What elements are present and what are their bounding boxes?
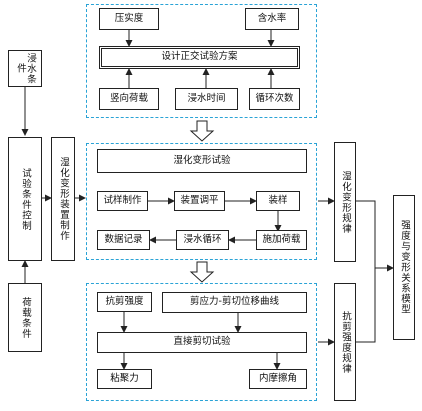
model-box: 强度与变形关系模型	[393, 195, 415, 340]
deformation-block	[86, 143, 317, 260]
moisture-box: 含水率	[245, 8, 299, 30]
test-control-box: 试验条件控制	[8, 137, 42, 261]
orthogonal-plan-box	[99, 46, 300, 69]
shear-law-box: 抗剪强度规律	[334, 283, 356, 401]
cohesion-box: 粘聚力	[97, 369, 152, 389]
deformation-law-box: 湿化变形规律	[334, 142, 356, 262]
orthogonal-plan-label: 设计正交试验方案	[161, 51, 238, 63]
friction-angle-box: 内摩擦角	[249, 369, 307, 389]
cycles-box: 循环次数	[249, 88, 300, 110]
soak-cycle-box: 浸水循环	[176, 230, 229, 250]
soak-condition-box: 浸水条件	[8, 50, 42, 87]
device-making-box: 湿化变形装置制作	[51, 137, 75, 261]
load-condition-box: 荷载条件	[8, 283, 42, 352]
deformation-test-title: 湿化变形试验	[97, 149, 307, 173]
data-record-box: 数据记录	[97, 230, 150, 250]
direct-shear-box: 直接剪切试验	[97, 332, 307, 353]
sample-prep-box: 试样制作	[97, 191, 148, 211]
compaction-box: 压实度	[99, 8, 159, 30]
apply-load-box: 施加荷载	[256, 230, 307, 250]
vertical-load-box: 竖向荷载	[99, 88, 159, 110]
device-adjust-box: 装置调平	[174, 191, 225, 211]
soak-time-box: 浸水时间	[175, 88, 238, 110]
design-block	[86, 4, 317, 118]
shear-strength-box: 抗剪强度	[97, 292, 152, 312]
shear-block	[86, 283, 317, 401]
load-sample-box: 装样	[256, 191, 300, 211]
stress-curve-box: 剪应力-剪切位移曲线	[162, 292, 307, 313]
